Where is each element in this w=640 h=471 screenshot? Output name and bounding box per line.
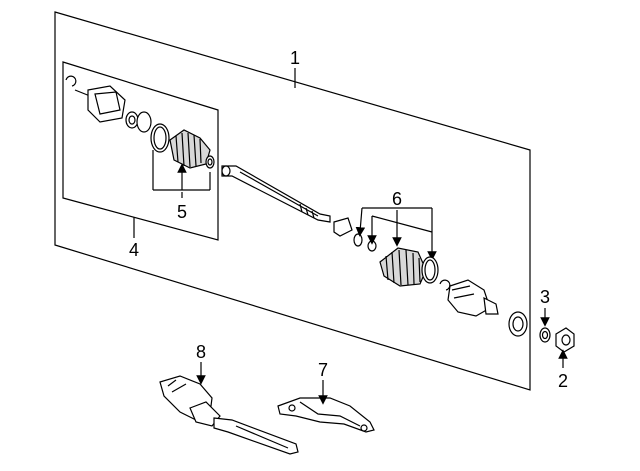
half-shaft-assembly-part: [159, 375, 299, 455]
assembly-panel: [54, 11, 531, 391]
callout-4: 4: [129, 240, 139, 260]
inner-ring-part: [205, 155, 215, 169]
callout-2: 2: [558, 371, 568, 391]
outer-boot-part: [379, 247, 439, 287]
inner-boot-part: [169, 129, 211, 169]
callout-8: 8: [196, 342, 206, 362]
heat-shield-part: [277, 397, 375, 433]
callout-5-leader: [152, 150, 211, 198]
washer-part: [539, 327, 551, 343]
callout-6-leader: [355, 207, 437, 261]
callout-7: 7: [318, 360, 328, 380]
callout-6: 6: [392, 189, 402, 209]
shaft-collar-part: [333, 217, 377, 252]
callout-5: 5: [177, 202, 187, 222]
callout-1: 1: [290, 48, 300, 68]
inner-joint-part: [65, 75, 139, 129]
boot-clamp-part: [136, 111, 170, 153]
callout-3: 3: [540, 287, 550, 307]
boot-kit-panel: [62, 61, 219, 241]
axle-shaft-part: [221, 165, 331, 223]
outer-joint-part: [439, 279, 499, 317]
outer-seal-part: [508, 311, 528, 337]
axle-nut-part: [555, 327, 575, 353]
